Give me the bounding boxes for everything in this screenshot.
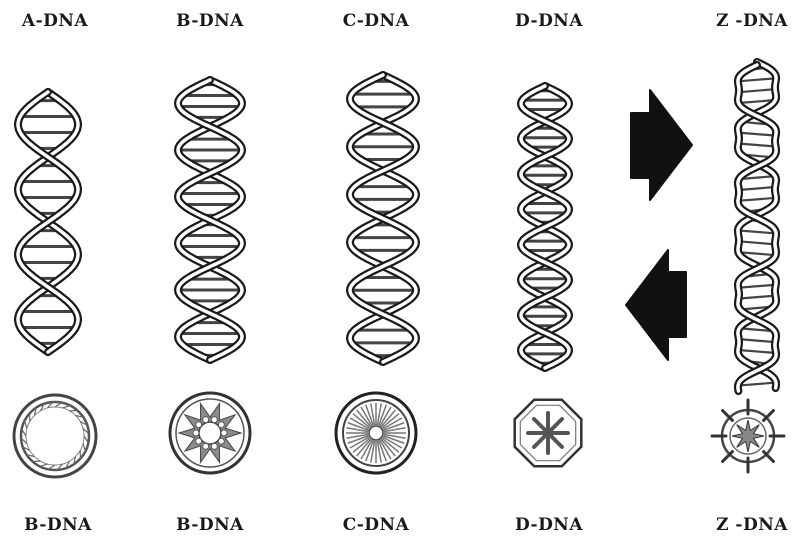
d-dna-helix [521,86,569,368]
a-dna-helix [18,92,78,352]
label-top-c-dna: C-DNA [343,11,410,31]
c-dna-helix [350,75,416,362]
backbone-strand [350,75,416,362]
label-bottom-b-dna: B-DNA [176,515,244,535]
label-top-z-dna: Z -DNA [716,11,788,31]
base-pair-rung [738,198,776,201]
base-pair-rung [738,133,775,136]
base-pair-rung [738,78,776,81]
label-bottom-z-dna: Z -DNA [716,515,788,535]
b-dna-cross-section [170,393,250,473]
c-dna-cross-section [336,393,416,473]
base-pair-rung [739,89,775,92]
a-dna-cross-section [14,395,96,477]
arrow-left-icon [626,250,686,360]
base-pair-rung [739,339,775,342]
label-bottom-c-dna: C-DNA [343,515,410,535]
base-pair-rung [738,350,776,353]
base-pair-rung [738,230,776,233]
z-dna-cross-section [712,400,784,472]
base-pair-rung [739,241,775,244]
label-bottom-a-dna: B-DNA [24,515,92,535]
d-dna-cross-section [515,400,582,467]
z-dna-helix [738,62,776,391]
arrow-right-icon [631,90,692,200]
b-dna-helix [178,80,242,360]
label-top-b-dna: B-DNA [176,11,244,31]
label-bottom-d-dna: D-DNA [515,515,583,535]
base-pair-rung [739,296,776,299]
base-pair-rung [738,383,776,386]
base-pair-rung [739,187,775,190]
base-pair-rung [738,144,775,147]
label-top-d-dna: D-DNA [515,11,583,31]
label-top-a-dna: A-DNA [21,11,89,31]
backbone-strand [178,80,242,360]
base-pair-rung [738,285,776,288]
